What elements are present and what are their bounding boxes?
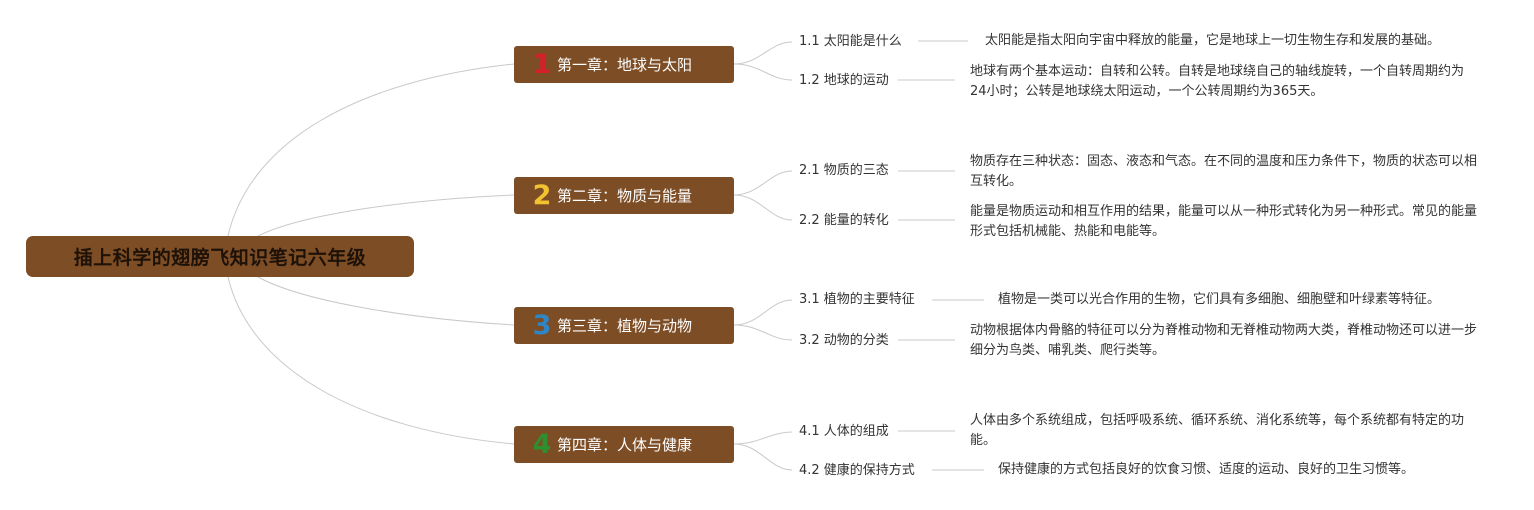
detail-3-2[interactable]: 动物根据体内骨骼的特征可以分为脊椎动物和无脊椎动物两大类，脊椎动物还可以进一步细…	[970, 323, 1478, 358]
connector-ch2-t2	[733, 194, 793, 221]
detail-2-2[interactable]: 能量是物质运动和相互作用的结果，能量可以从一种形式转化为另一种形式。常见的能量形…	[970, 204, 1478, 239]
connector-root-ch1	[227, 63, 515, 237]
topic-4-2[interactable]: 4.2 健康的保持方式	[799, 463, 915, 478]
chapter-node-1[interactable]: 1 第一章：地球与太阳	[514, 46, 734, 83]
chapter-number-4: 4	[532, 429, 552, 460]
topic-1-2[interactable]: 1.2 地球的运动	[799, 73, 889, 88]
connector-root-ch3	[257, 276, 515, 326]
topic-3-2[interactable]: 3.2 动物的分类	[799, 333, 889, 348]
connector-ch3-t1	[733, 299, 793, 326]
connector-ch4-t2	[733, 443, 793, 471]
detail-4-1[interactable]: 人体由多个系统组成，包括呼吸系统、循环系统、消化系统等，每个系统都有特定的功能。	[970, 413, 1465, 448]
chapter-title-2: 第二章：物质与能量	[557, 187, 693, 205]
topic-2-1[interactable]: 2.1 物质的三态	[799, 163, 889, 178]
root-node[interactable]: 插上科学的翅膀飞知识笔记六年级	[26, 236, 414, 277]
chapter-title-3: 第三章：植物与动物	[557, 317, 693, 335]
detail-2-1[interactable]: 物质存在三种状态：固态、液态和气态。在不同的温度和压力条件下，物质的状态可以相互…	[970, 154, 1478, 189]
detail-3-1[interactable]: 植物是一类可以光合作用的生物，它们具有多细胞、细胞壁和叶绿素等特征。	[998, 292, 1441, 307]
connector-ch2-t1	[733, 170, 793, 196]
topic-3-1[interactable]: 3.1 植物的主要特征	[799, 292, 915, 307]
chapter-number-3: 3	[532, 310, 552, 341]
chapter-title-4: 第四章：人体与健康	[557, 436, 693, 454]
detail-1-2[interactable]: 地球有两个基本运动：自转和公转。自转是地球绕自己的轴线旋转，一个自转周期约为24…	[970, 64, 1465, 99]
chapter-node-2[interactable]: 2 第二章：物质与能量	[514, 177, 734, 214]
detail-1-1[interactable]: 太阳能是指太阳向宇宙中释放的能量，它是地球上一切生物生存和发展的基础。	[985, 33, 1441, 48]
chapter-node-3[interactable]: 3 第三章：植物与动物	[514, 307, 734, 344]
connector-root-ch2	[257, 194, 515, 237]
connector-ch1-t2	[733, 63, 793, 81]
topic-2-2[interactable]: 2.2 能量的转化	[799, 213, 889, 228]
connector-root-ch4	[227, 276, 515, 445]
root-title: 插上科学的翅膀飞知识笔记六年级	[73, 247, 367, 269]
connector-ch4-t1	[733, 431, 793, 445]
detail-4-2[interactable]: 保持健康的方式包括良好的饮食习惯、适度的运动、良好的卫生习惯等。	[998, 462, 1415, 477]
connector-ch3-t2	[733, 324, 793, 341]
topic-1-1[interactable]: 1.1 太阳能是什么	[799, 34, 902, 49]
chapter-number-1: 1	[532, 49, 552, 80]
chapter-number-2: 2	[532, 180, 552, 211]
connector-ch1-t1	[733, 41, 793, 65]
topic-4-1[interactable]: 4.1 人体的组成	[799, 424, 889, 439]
chapter-title-1: 第一章：地球与太阳	[557, 56, 693, 74]
chapter-node-4[interactable]: 4 第四章：人体与健康	[514, 426, 734, 463]
